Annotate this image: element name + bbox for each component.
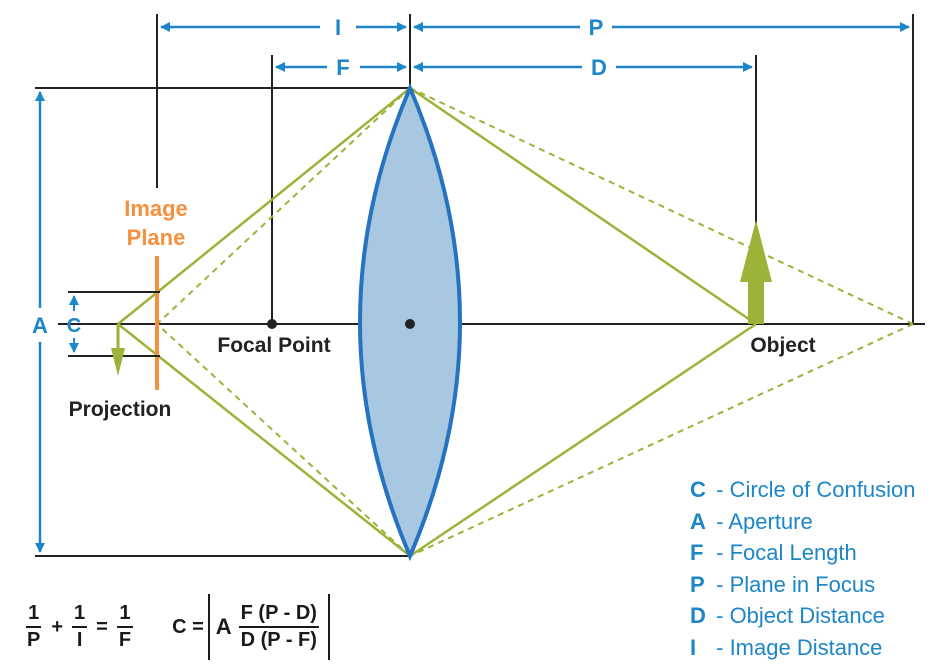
numerator: F (P - D) (238, 602, 319, 628)
numerator: 1 (72, 602, 88, 628)
absolute-value: A F (P - D) D (P - F) (207, 594, 330, 660)
aperture-symbol: A (215, 614, 232, 639)
numerator: 1 (117, 602, 133, 628)
object-arrowhead (740, 220, 772, 282)
legend-text: - Aperture (716, 508, 813, 534)
denominator: D (P - F) (240, 629, 317, 651)
coc-formula-lhs: C = (172, 615, 204, 638)
legend-item-p: P - Plane in Focus (690, 569, 915, 601)
lens-center-dot (405, 319, 415, 329)
ray-focus-plane-to-bottom (409, 323, 914, 557)
object-arrow-shaft (748, 272, 764, 324)
ray-object-to-bottom (409, 322, 757, 558)
legend-text: - Plane in Focus (716, 571, 876, 597)
legend-item-i: I - Image Distance (690, 632, 915, 664)
equals-sign: = (96, 615, 108, 638)
ray-focus-plane-to-top (409, 87, 914, 325)
image-distance-label: I (335, 15, 341, 40)
object-distance-label: D (591, 55, 607, 80)
coc-fraction: F (P - D) D (P - F) (238, 602, 319, 652)
aperture-label: A (32, 313, 48, 338)
legend-key: P (690, 571, 705, 597)
focal-length-label: F (336, 55, 349, 80)
denominator: F (118, 629, 132, 651)
image-plane-label-line1: Image (124, 196, 188, 221)
legend-text: - Image Distance (716, 634, 883, 660)
plus-sign: + (51, 615, 64, 638)
fraction-1-over-f: 1 F (117, 602, 133, 652)
legend-text: - Focal Length (716, 540, 857, 565)
legend-text: - Object Distance (716, 603, 885, 628)
legend-key: C (690, 477, 706, 502)
legend-key: D (690, 603, 706, 628)
legend-key: I (690, 634, 697, 660)
ray-object-to-top (409, 86, 757, 326)
fraction-1-over-i: 1 I (72, 602, 88, 652)
legend-item-f: F - Focal Length (690, 537, 915, 569)
legend-text: - Circle of Confusion (716, 477, 916, 502)
projection-label: Projection (69, 398, 172, 421)
ray-top-to-image (117, 87, 411, 325)
projection-arrowhead (111, 348, 125, 376)
legend-item-d: D - Object Distance (690, 600, 915, 632)
image-plane-label-line2: Plane (127, 225, 186, 250)
legend-item-a: A - Aperture (690, 506, 915, 538)
denominator: P (27, 629, 41, 651)
numerator: 1 (26, 602, 42, 628)
legend: C - Circle of Confusion A - Aperture F -… (690, 474, 915, 663)
plane-focus-label: P (589, 15, 604, 40)
ray-bottom-to-image (117, 323, 411, 557)
legend-key: F (690, 540, 704, 565)
legend-key: A (690, 508, 706, 534)
focal-point-dot (267, 319, 277, 329)
ray-top-to-image-plane (156, 87, 411, 325)
legend-item-c: C - Circle of Confusion (690, 474, 915, 506)
coc-label: C (67, 315, 81, 337)
object-label: Object (750, 334, 815, 357)
fraction-1-over-p: 1 P (25, 602, 42, 652)
focal-point-label: Focal Point (217, 334, 330, 357)
ray-bottom-to-image-plane (156, 323, 411, 557)
denominator: I (76, 629, 83, 651)
formulas: 1 P + 1 I = 1 F C = A F (P - D) D (P - F… (22, 592, 330, 662)
